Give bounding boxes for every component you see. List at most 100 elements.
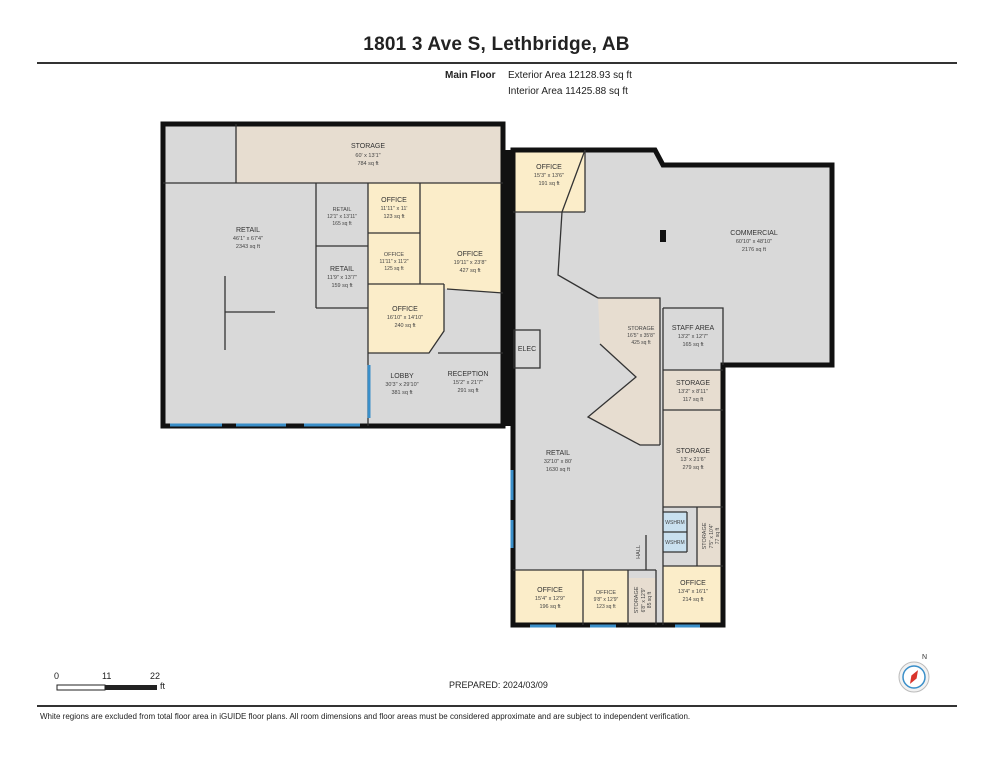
scale-bar [56,684,157,691]
office-b-fill [368,233,420,284]
storage-r2-fill [663,410,723,507]
room-lobby: LOBBY 30'3" x 29'10" 381 sq ft [385,373,418,396]
disclaimer: White regions are excluded from total fl… [40,712,691,721]
svg-text:165 sq ft: 165 sq ft [682,342,704,348]
svg-text:425 sq ft: 425 sq ft [631,340,651,346]
svg-text:OFFICE: OFFICE [381,197,407,204]
svg-text:OFFICE: OFFICE [457,251,483,258]
room-storage-top: STORAGE 60' x 13'1" 784 sq ft [351,143,385,167]
header-divider [37,62,957,64]
interior-area: Interior Area 11425.88 sq ft [508,86,628,97]
svg-text:11'11" x 11'2": 11'11" x 11'2" [379,259,408,265]
svg-text:STORAGE: STORAGE [351,143,385,150]
svg-text:240 sq ft: 240 sq ft [394,323,416,329]
floor-label: Main Floor [445,70,496,81]
svg-text:RETAIL: RETAIL [236,227,260,234]
svg-text:1630 sq ft: 1630 sq ft [546,467,571,473]
office-g-fill [583,570,628,625]
svg-text:77 sq ft: 77 sq ft [715,527,721,544]
room-hall: HALL [636,545,642,559]
room-elec: ELEC [518,346,536,353]
svg-text:OFFICE: OFFICE [537,587,563,594]
svg-text:N: N [922,654,927,661]
party-wall [503,150,513,426]
svg-text:19'11" x 23'8": 19'11" x 23'8" [454,260,487,266]
svg-text:13'4" x 16'1": 13'4" x 16'1" [678,589,708,595]
svg-text:427 sq ft: 427 sq ft [459,268,481,274]
scale-tick-11: 11 [102,671,112,681]
compass-icon: N [898,654,930,693]
svg-text:60' x 13'1": 60' x 13'1" [355,153,380,159]
svg-text:123 sq ft: 123 sq ft [596,604,616,610]
svg-text:COMMERCIAL: COMMERCIAL [730,230,778,237]
svg-text:STAFF AREA: STAFF AREA [672,325,715,332]
storage-mid-fill [588,298,660,445]
svg-text:15'3" x 13'6": 15'3" x 13'6" [534,173,564,179]
svg-text:STORAGE: STORAGE [676,380,710,387]
svg-text:159 sq ft: 159 sq ft [331,283,353,289]
room-storage-r2: STORAGE 13' x 21'6" 279 sq ft [676,448,710,471]
svg-text:OFFICE: OFFICE [536,164,562,171]
svg-text:STORAGE: STORAGE [634,586,640,613]
room-storage-v2: STORAGE 6'8" x 12'9" 85 sq ft [634,586,653,613]
svg-text:7'5" x 10'4": 7'5" x 10'4" [709,523,715,548]
svg-text:LOBBY: LOBBY [390,373,414,380]
room-storage-mid: STORAGE 16'5" x 35'8" 425 sq ft [627,326,655,346]
svg-text:STORAGE: STORAGE [628,326,655,332]
svg-text:RECEPTION: RECEPTION [448,371,489,378]
room-wshrm1: WSHRM [665,520,684,526]
svg-text:125 sq ft: 125 sq ft [384,266,404,272]
svg-text:6'8" x 12'9": 6'8" x 12'9" [641,587,647,612]
svg-text:784 sq ft: 784 sq ft [357,161,379,167]
svg-text:OFFICE: OFFICE [392,306,418,313]
svg-text:STORAGE: STORAGE [702,522,708,549]
svg-text:11'9" x 13'7": 11'9" x 13'7" [327,275,357,281]
svg-text:16'10" x 14'10": 16'10" x 14'10" [387,315,423,321]
storage-v2-fill [628,578,656,625]
storage-top-fill [236,124,503,183]
room-staff: STAFF AREA 13'2" x 12'7" 165 sq ft [672,325,715,348]
scale-tick-22: 22 [150,671,161,681]
footer-divider [37,705,957,707]
svg-text:STORAGE: STORAGE [676,448,710,455]
room-reception: RECEPTION 15'2" x 21'7" 291 sq ft [448,371,489,394]
svg-text:RETAIL: RETAIL [333,207,352,213]
room-retail-lower: RETAIL 32'10" x 80' 1630 sq ft [544,450,572,473]
svg-text:196 sq ft: 196 sq ft [539,604,561,610]
svg-text:30'3" x 29'10": 30'3" x 29'10" [385,382,418,388]
svg-text:RETAIL: RETAIL [546,450,570,457]
svg-text:2176 sq ft: 2176 sq ft [742,247,767,253]
svg-text:13' x 21'6": 13' x 21'6" [680,457,705,463]
svg-text:OFFICE: OFFICE [596,590,616,596]
svg-text:2343 sq ft: 2343 sq ft [236,244,261,250]
svg-text:46'1" x 67'4": 46'1" x 67'4" [233,236,263,242]
office-c-fill [420,183,503,293]
svg-text:85 sq ft: 85 sq ft [647,591,653,608]
room-office-a: OFFICE 11'11" x 11' 123 sq ft [381,197,408,220]
wshrm2-fill [663,532,687,552]
room-storage-v1: STORAGE 7'5" x 10'4" 77 sq ft [702,522,721,549]
room-commercial: COMMERCIAL 60'10" x 48'10" 2176 sq ft [730,230,778,253]
svg-text:15'4" x 12'9": 15'4" x 12'9" [535,596,565,602]
office-d-fill [368,284,444,353]
room-retail-small2: RETAIL 11'9" x 13'7" 159 sq ft [327,266,357,289]
room-office-g: OFFICE 9'8" x 12'9" 123 sq ft [594,590,619,610]
svg-text:117 sq ft: 117 sq ft [683,397,704,403]
svg-text:11'11" x 11': 11'11" x 11' [381,206,408,212]
interior-walls [163,124,724,625]
svg-text:60'10" x 48'10": 60'10" x 48'10" [736,239,772,245]
svg-text:291 sq ft: 291 sq ft [457,388,479,394]
svg-text:RETAIL: RETAIL [330,266,354,273]
room-office-c: OFFICE 19'11" x 23'8" 427 sq ft [454,251,487,274]
scale-tick-0: 0 [54,671,60,681]
office-h-fill [663,566,723,625]
column [660,230,666,242]
svg-text:191 sq ft: 191 sq ft [538,181,560,187]
scale-unit: ft [160,681,166,691]
office-a-fill [368,183,420,233]
svg-text:OFFICE: OFFICE [384,252,404,258]
svg-text:16'5" x 35'8": 16'5" x 35'8" [627,333,655,339]
svg-text:123 sq ft: 123 sq ft [383,214,405,220]
office-f-fill [513,570,583,625]
